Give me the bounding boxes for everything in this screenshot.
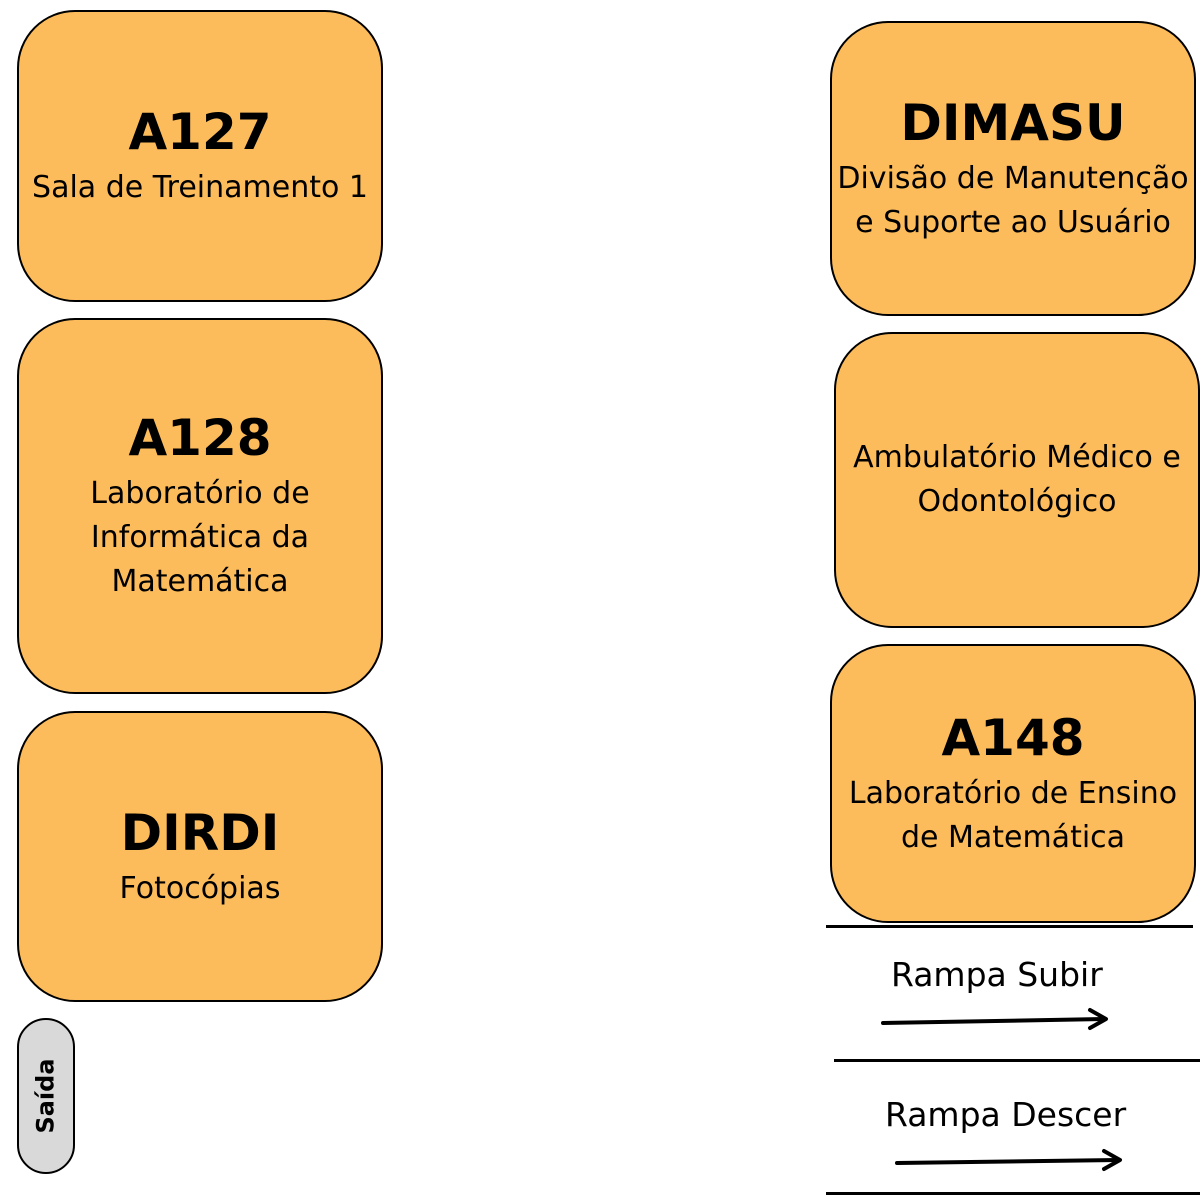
room-description: Laboratório de Ensino de Matemática <box>848 775 1178 855</box>
exit-label: Saída <box>32 1058 60 1134</box>
ramp-divider-top <box>826 925 1193 928</box>
room-a127: A127 Sala de Treinamento 1 <box>17 10 383 302</box>
room-description: Ambulatório Médico e Odontológico <box>853 440 1181 519</box>
room-code: A128 <box>128 409 272 467</box>
arrow-right-icon <box>881 1008 1108 1030</box>
room-a128: A128 Laboratório de Informática da Matem… <box>17 318 383 694</box>
room-a148: A148 Laboratório de Ensino de Matemática <box>830 644 1196 923</box>
room-ambulatorio: Ambulatório Médico e Odontológico <box>834 332 1200 628</box>
ramp-divider-bottom <box>826 1192 1200 1195</box>
room-description: Laboratório de Informática da Matemática <box>90 476 310 599</box>
room-code: DIMASU <box>900 93 1126 152</box>
room-dimasu: DIMASU Divisão de Manutenção e Suporte a… <box>830 21 1196 316</box>
room-code: DIRDI <box>120 803 280 862</box>
arrow-right-icon <box>895 1149 1122 1171</box>
room-description: Sala de Treinamento 1 <box>32 170 368 205</box>
room-description: Divisão de Manutenção e Suporte ao Usuár… <box>837 160 1189 240</box>
ramp-up-label: Rampa Subir <box>891 955 1103 994</box>
room-code: A127 <box>128 103 272 161</box>
room-code: A148 <box>941 708 1085 767</box>
room-description: Fotocópias <box>119 870 281 906</box>
ramp-down-label: Rampa Descer <box>885 1095 1127 1134</box>
room-dirdi: DIRDI Fotocópias <box>17 711 383 1002</box>
exit-sign: Saída <box>17 1018 75 1174</box>
ramp-divider-middle <box>834 1059 1200 1062</box>
